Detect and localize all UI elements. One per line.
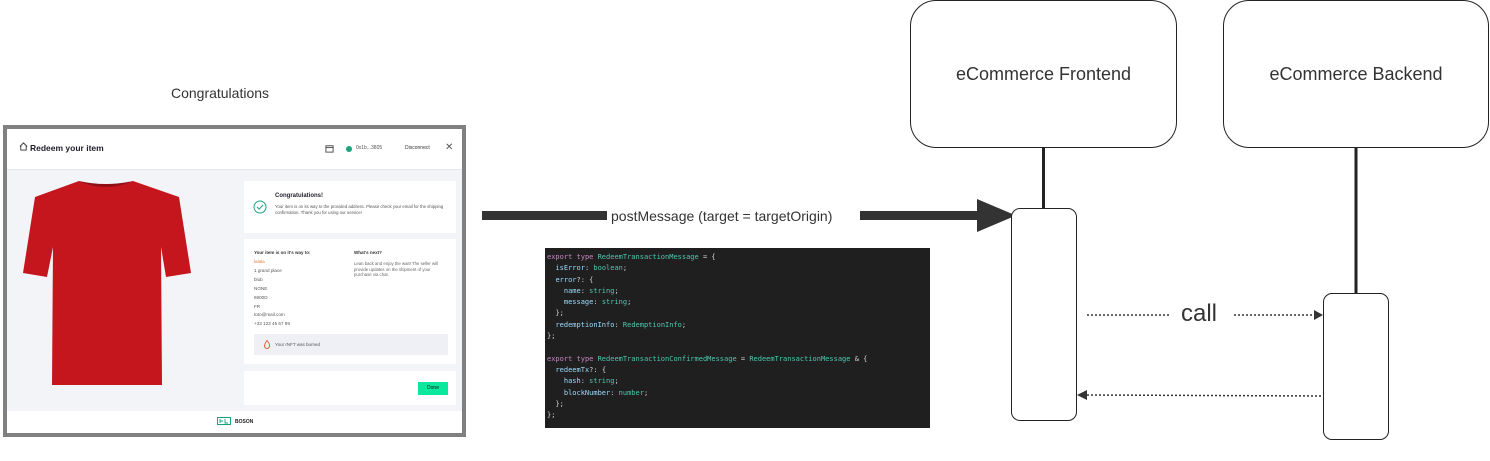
code-line: isError: boolean; (555, 264, 628, 273)
address-line: 1 grand place (254, 267, 282, 273)
fire-icon (264, 340, 271, 349)
post-message-arrow (482, 199, 1016, 232)
return-arrowhead (1077, 390, 1087, 400)
actor-frontend: eCommerce Frontend (910, 0, 1177, 148)
screenshot-caption: Congratulations (170, 85, 270, 101)
code-line: }; (555, 309, 564, 318)
burned-text: Your rNFT was burned (275, 342, 321, 347)
wallet-address: 0x1b...3805 (356, 145, 383, 151)
red-tshirt-image (23, 181, 191, 385)
modal-title: Redeem your item (30, 143, 104, 153)
code-line: message: string; (563, 298, 632, 307)
wallet-icon[interactable] (325, 144, 334, 153)
shipping-address: lalala 1 grand place blub NONE 6900D FR … (254, 258, 290, 329)
shipping-details-card: Your item is on it's way to: lalala 1 gr… (244, 239, 456, 364)
congratulations-card: Congratulations! Your item is on its way… (244, 181, 456, 233)
actor-frontend-label: eCommerce Frontend (955, 64, 1132, 84)
return-arrow-line (1086, 394, 1324, 397)
address-line: lalala (254, 259, 265, 264)
done-button[interactable]: Done (418, 382, 448, 395)
code-line: name: string; (563, 286, 619, 295)
address-line: FR (254, 303, 261, 309)
address-line: 6900D (254, 294, 268, 300)
backend-activation-bar (1323, 293, 1389, 440)
congratulations-title: Congratulations! (275, 193, 323, 199)
code-line: }; (547, 411, 556, 420)
burned-notice: Your rNFT was burned (254, 334, 448, 355)
close-icon[interactable]: ✕ (445, 142, 454, 153)
address-line: NONE (254, 285, 268, 291)
boson-brand: BOSON (235, 419, 254, 425)
what-next-heading: What's next? (354, 250, 382, 255)
address-line: toto@mail.com (254, 312, 285, 318)
post-message-label: postMessage (target = targetOrigin) (611, 208, 833, 224)
connected-status-dot (346, 146, 352, 152)
code-line: export type RedeemTransactionMessage = { (547, 253, 716, 261)
actor-backend-label: eCommerce Backend (1269, 64, 1443, 84)
code-line: }; (555, 399, 564, 408)
boson-logo-icon (217, 417, 231, 425)
code-line: hash: string; (563, 377, 619, 386)
modal-footer: BOSON (7, 411, 462, 433)
code-line: export type RedeemTransactionConfirmedMe… (547, 354, 868, 363)
call-label: call (1181, 300, 1218, 327)
actor-backend: eCommerce Backend (1223, 0, 1489, 148)
code-line: blockNumber: number; (563, 388, 649, 397)
code-snippet-panel: export type RedeemTransactionMessage = {… (545, 248, 930, 428)
code-line: redeemTx?: { (555, 365, 607, 374)
code-line: error?: { (555, 275, 594, 284)
disconnect-button[interactable]: Disconnect (405, 145, 430, 151)
home-icon (19, 142, 28, 151)
code-snippet: export type RedeemTransactionMessage = {… (547, 252, 867, 421)
call-arrowhead (1314, 310, 1323, 320)
address-line: blub (254, 276, 263, 282)
what-next-text: Lean back and enjoy the wait! The seller… (354, 261, 438, 277)
check-circle-icon (253, 200, 267, 214)
redeem-modal-screenshot: Redeem your item 0x1b...3805 Disconnect … (3, 125, 466, 437)
frontend-activation-bar (1011, 208, 1077, 421)
congratulations-message: Your item is on its way to the provided … (275, 204, 444, 215)
actions-card: Done (244, 371, 456, 405)
code-line: }; (547, 332, 556, 341)
item-on-way-heading: Your item is on it's way to: (254, 250, 311, 255)
code-line: redemptionInfo: RedemptionInfo; (555, 320, 687, 329)
modal-header: Redeem your item 0x1b...3805 Disconnect … (7, 129, 462, 170)
address-line: +33 123 45 67 89 (254, 321, 290, 327)
